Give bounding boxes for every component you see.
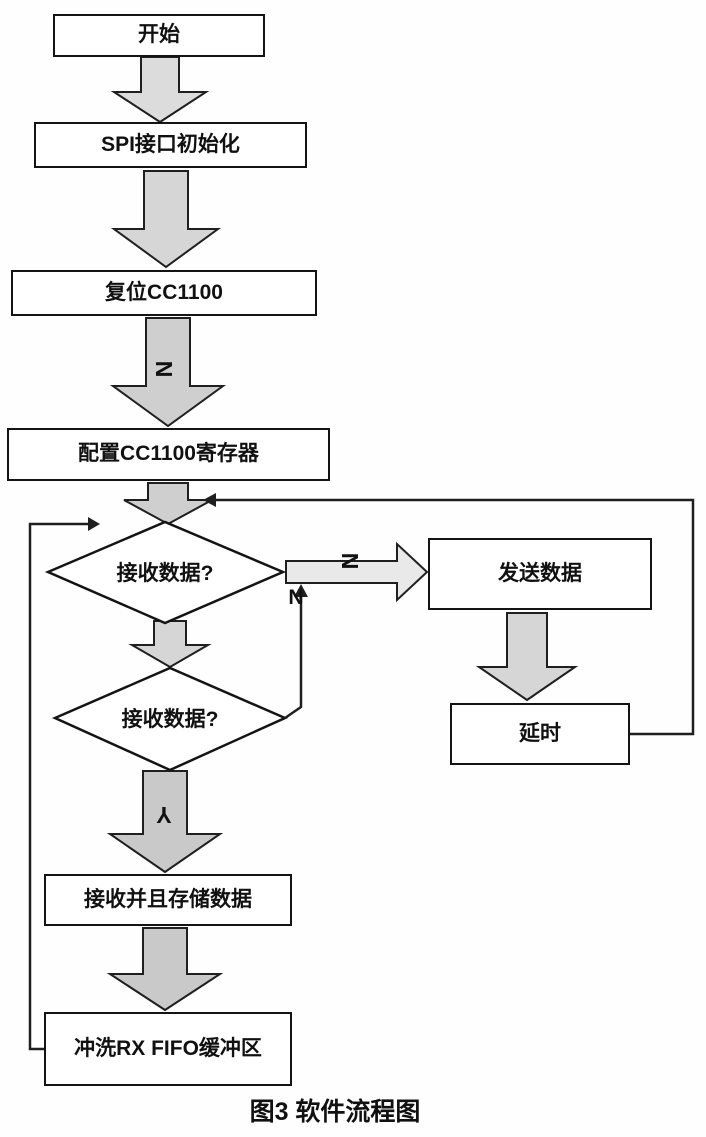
node-receive-store: 接收并且存储数据 — [44, 874, 292, 926]
node-decision1: 接收数据? — [65, 550, 265, 594]
decision2-loop-line — [284, 597, 303, 720]
delay-return-line — [216, 498, 695, 736]
node-receive-store-label: 接收并且存储数据 — [84, 887, 252, 911]
node-decision1-label: 接收数据? — [116, 562, 214, 585]
node-send-data: 发送数据 — [428, 538, 652, 610]
node-flush-fifo: 冲洗RX FIFO缓冲区 — [44, 1012, 292, 1086]
block-arrow-decision1-to-decision2 — [128, 620, 212, 669]
node-flush-fifo-label: 冲洗RX FIFO缓冲区 — [74, 1036, 262, 1060]
block-arrow-spi-to-reset — [110, 170, 222, 269]
edge-label-n-right: N — [337, 552, 364, 570]
block-arrow-decision2-to-receive — [106, 770, 224, 874]
flush-loop-arrowhead-icon — [88, 517, 100, 531]
node-config-registers-label: 配置CC1100寄存器 — [78, 442, 259, 466]
block-arrow-start-to-spi — [110, 56, 210, 124]
node-decision2-label: 接收数据? — [121, 708, 219, 731]
node-decision2: 接收数据? — [70, 696, 270, 740]
decision1-shape — [44, 520, 287, 625]
block-arrow-send-to-delay — [475, 612, 579, 702]
node-send-data-label: 发送数据 — [498, 561, 582, 585]
node-spi-init-label: SPI接口初始化 — [101, 132, 240, 156]
block-arrow-config-to-decision1 — [123, 482, 213, 526]
node-reset-cc1100: 复位CC1100 — [11, 270, 317, 316]
edge-label-n-config: N — [151, 360, 178, 378]
node-config-registers: 配置CC1100寄存器 — [7, 428, 330, 481]
block-arrow-reset-to-config — [109, 317, 227, 428]
node-start: 开始 — [53, 14, 265, 57]
flush-loop-line — [28, 522, 88, 1051]
block-arrow-receive-to-flush — [106, 927, 224, 1012]
block-arrow-decision1-to-send — [285, 541, 429, 603]
node-spi-init: SPI接口初始化 — [34, 122, 307, 168]
node-delay-label: 延时 — [519, 721, 561, 745]
node-reset-cc1100-label: 复位CC1100 — [105, 280, 223, 304]
figure-caption: 图3 软件流程图 — [249, 1098, 421, 1126]
decision2-loop-arrowhead-icon — [294, 584, 308, 597]
node-start-label: 开始 — [138, 23, 180, 47]
edge-label-n-decision1: N — [288, 586, 304, 609]
delay-return-arrowhead-icon — [203, 493, 216, 507]
edge-label-y-down: Y — [156, 802, 172, 829]
node-delay: 延时 — [450, 703, 630, 765]
